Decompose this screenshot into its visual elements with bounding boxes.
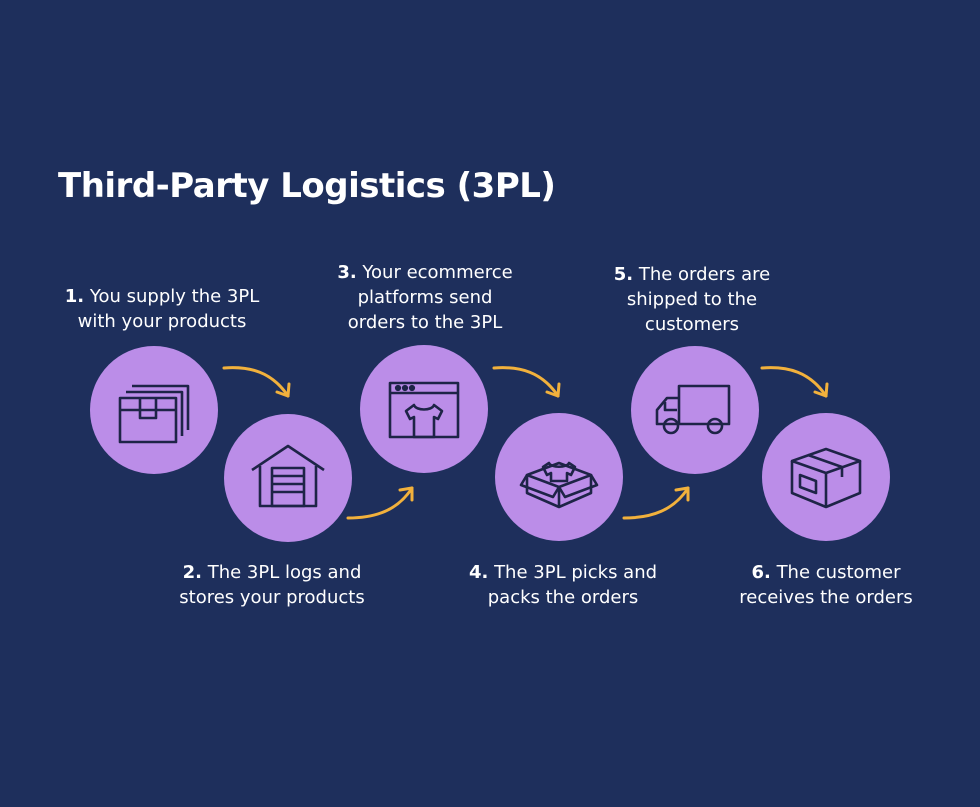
step-text-line: You supply the 3PL bbox=[89, 286, 260, 307]
arrow-3-to-4 bbox=[492, 366, 561, 398]
step-number: 1. bbox=[64, 286, 85, 307]
warehouse-icon bbox=[251, 444, 325, 508]
step-4-circle bbox=[495, 413, 623, 541]
arrow-2-to-3 bbox=[346, 486, 414, 520]
step-number: 4. bbox=[468, 562, 489, 583]
arrow-4-to-5 bbox=[622, 486, 690, 520]
step-text-line: platforms send bbox=[357, 287, 493, 308]
step-number: 3. bbox=[337, 262, 357, 283]
step-number: 2. bbox=[182, 562, 202, 583]
step-4-label: 4. The 3PL picks and packs the orders bbox=[443, 560, 683, 610]
step-text-line: with your products bbox=[77, 311, 247, 332]
step-text-line: Your ecommerce bbox=[362, 262, 513, 283]
step-text-line: The customer bbox=[776, 562, 901, 583]
step-1-label: 1. You supply the 3PL with your products bbox=[42, 284, 282, 334]
step-text-line: orders to the 3PL bbox=[347, 312, 503, 333]
step-6-label: 6. The customer receives the orders bbox=[712, 560, 940, 610]
step-5-circle bbox=[631, 346, 759, 474]
step-text-line: The 3PL logs and bbox=[207, 562, 362, 583]
step-number: 5. bbox=[613, 264, 634, 285]
step-text-line: packs the orders bbox=[487, 587, 639, 608]
browser-shirt-icon bbox=[388, 381, 460, 439]
stacked-boxes-icon bbox=[118, 384, 190, 444]
step-1-circle bbox=[90, 346, 218, 474]
step-3-label: 3. Your ecommerce platforms send orders … bbox=[305, 260, 545, 335]
arrow-1-to-2 bbox=[222, 366, 291, 398]
step-number: 6. bbox=[751, 562, 771, 583]
step-6-circle bbox=[762, 413, 890, 541]
arrow-5-to-6 bbox=[760, 366, 829, 398]
step-text-line: The 3PL picks and bbox=[494, 562, 658, 583]
step-text-line: shipped to the bbox=[626, 289, 758, 310]
step-2-label: 2. The 3PL logs and stores your products bbox=[152, 560, 392, 610]
truck-icon bbox=[655, 384, 731, 435]
step-3-circle bbox=[360, 345, 488, 473]
step-2-circle bbox=[224, 414, 352, 542]
step-text-line: customers bbox=[644, 314, 740, 335]
package-icon bbox=[790, 447, 862, 509]
step-text-line: receives the orders bbox=[739, 587, 913, 608]
step-text-line: The orders are bbox=[638, 264, 771, 285]
page-title: Third-Party Logistics (3PL) bbox=[58, 166, 556, 206]
step-5-label: 5. The orders are shipped to the custome… bbox=[572, 262, 812, 337]
open-box-icon bbox=[519, 461, 599, 509]
step-text-line: stores your products bbox=[179, 587, 365, 608]
